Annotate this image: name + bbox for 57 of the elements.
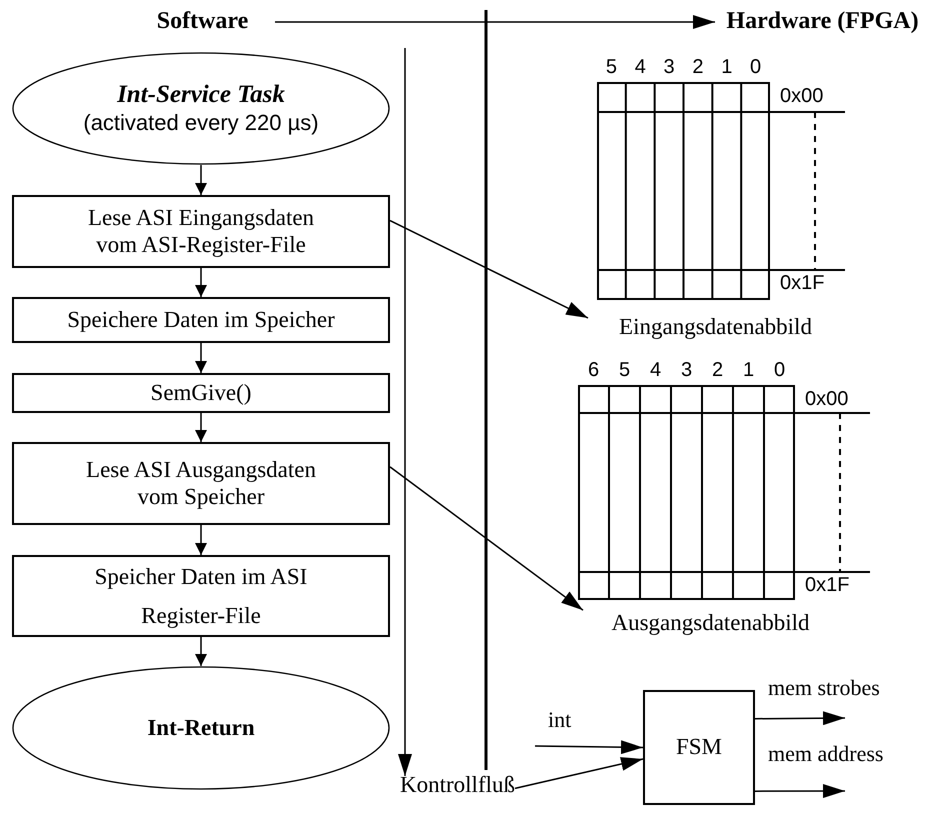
bit-number: 4: [634, 56, 647, 78]
bit-number: 5: [618, 359, 632, 381]
edge-label: int: [548, 708, 572, 732]
node-label: Lese ASI Eingangsdaten vom ASI-Register-File: [86, 205, 316, 258]
start-ellipse: [12, 52, 390, 165]
bit-number: 6: [586, 359, 600, 381]
arrow: [534, 740, 644, 754]
arrow: [195, 637, 207, 666]
bit-number: 0: [749, 56, 762, 78]
register-caption: Eingangsdatenabbild: [588, 312, 843, 342]
address-label: 0x1F: [780, 272, 824, 294]
process-box: [12, 442, 390, 525]
node-label: Speichere Daten im Speicher: [67, 306, 335, 334]
annotation-text: Kontrollfluß: [400, 768, 515, 802]
bit-number: 3: [662, 56, 676, 78]
task-note: (activated every 220 µs): [83, 110, 319, 136]
node-label: Lese ASI Ausgangsdaten vom Speicher: [85, 457, 317, 510]
address-label: 0x00: [805, 388, 848, 410]
arrow: [195, 268, 207, 297]
address-label: 0x00: [780, 85, 824, 107]
arrow: [390, 466, 584, 611]
register-grid: [578, 385, 795, 600]
process-box: [12, 297, 390, 343]
task-title: Int-Service Task: [117, 81, 285, 110]
arrow: [195, 165, 207, 195]
arrow: [390, 220, 588, 319]
bit-number: 2: [691, 56, 704, 78]
arrow: [514, 757, 644, 790]
arrow: [195, 343, 207, 373]
arrow: [755, 784, 845, 798]
arrow: [755, 711, 845, 726]
end-ellipse: [12, 666, 390, 790]
node-label: Speicher Daten im ASI Register-File: [94, 562, 308, 630]
bit-number: 1: [720, 56, 734, 78]
fsm-box: [643, 690, 755, 805]
register-grid: [597, 82, 770, 300]
process-box: [12, 555, 390, 637]
section-heading: Software: [130, 5, 275, 39]
address-label: 0x1F: [805, 574, 850, 596]
process-box: [12, 373, 390, 413]
bit-number: 5: [604, 56, 618, 78]
arrow: [195, 525, 207, 555]
edge-label: mem strobes: [768, 676, 880, 700]
section-heading: Hardware (FPGA): [715, 5, 930, 39]
node-label: Int-Return: [147, 714, 255, 742]
bit-number: 2: [710, 359, 724, 381]
bit-number: 0: [772, 359, 786, 381]
register-caption: Ausgangsdatenabbild: [583, 607, 838, 639]
node-label: FSM: [676, 734, 722, 761]
bit-number: 3: [680, 359, 694, 381]
bit-number: 1: [742, 359, 756, 381]
node-label: SemGive(): [150, 380, 252, 406]
edge-label: mem address: [768, 742, 884, 766]
process-box: [12, 195, 390, 268]
bit-number: 4: [648, 359, 662, 381]
arrow: [195, 413, 207, 442]
arrow: [275, 15, 715, 29]
